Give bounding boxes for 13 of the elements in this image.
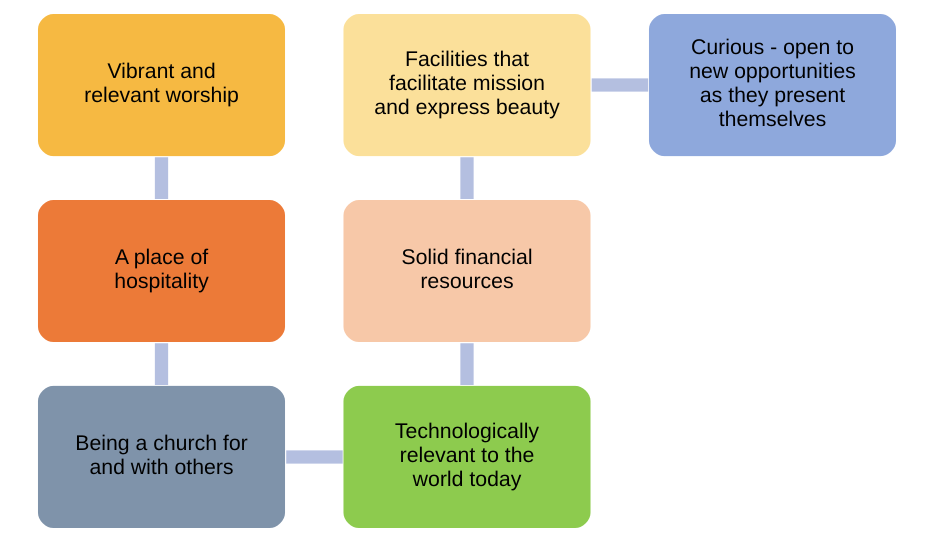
connector [286,450,343,464]
node-box: Being a church for and with others [36,384,286,530]
connector [460,157,474,199]
node-box: Technologically relevant to the world today [342,384,592,530]
node-box: Curious - open to new opportunities as they present themselves [648,12,898,158]
node-box: Solid financial resources [342,198,592,344]
node-box: Vibrant and relevant worship [36,12,286,158]
node-box: A place of hospitality [36,198,286,344]
connector [460,343,474,385]
connector [154,157,168,199]
node-box: Facilities that facilitate mission and express beauty [342,12,592,158]
connector [154,343,168,385]
connector [592,78,648,92]
